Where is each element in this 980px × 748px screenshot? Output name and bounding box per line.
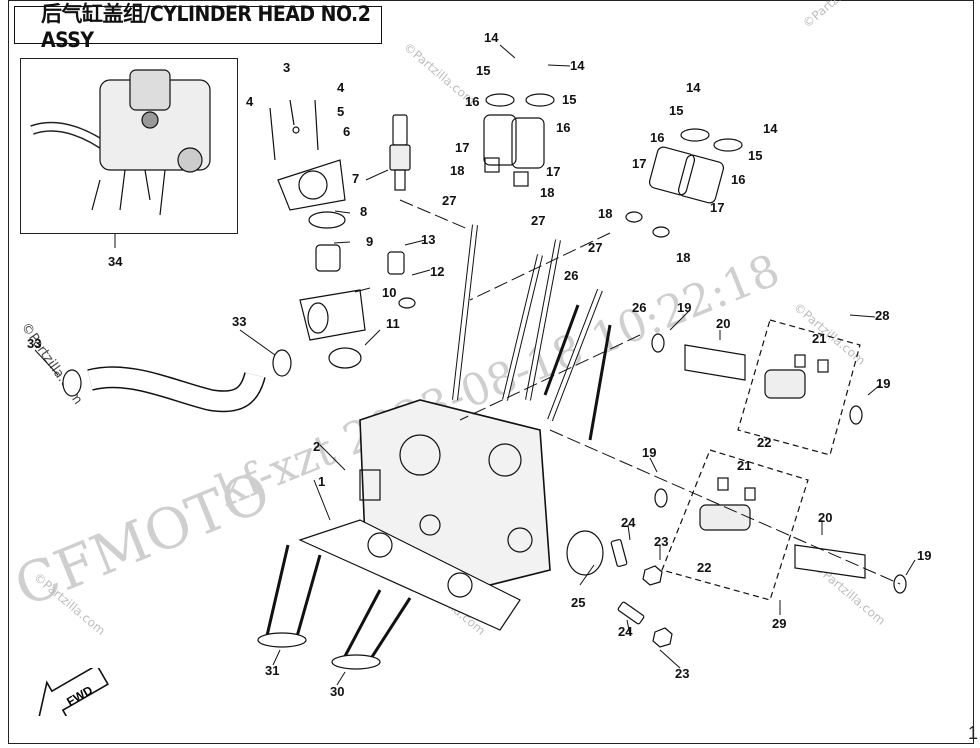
head-bolts bbox=[452, 224, 612, 441]
callout-c23b: 23 bbox=[675, 666, 689, 681]
callout-c15a: 15 bbox=[476, 63, 490, 78]
valve-springs-rear bbox=[483, 93, 555, 187]
callout-c34: 34 bbox=[108, 254, 123, 269]
thermostat-housing bbox=[277, 159, 366, 369]
callout-c16b: 16 bbox=[556, 120, 570, 135]
callout-c4a: 4 bbox=[246, 94, 254, 109]
callout-c6: 6 bbox=[343, 124, 350, 139]
callout-c27b: 27 bbox=[531, 213, 545, 228]
callout-c17d: 17 bbox=[710, 200, 724, 215]
callout-c17a: 17 bbox=[455, 140, 469, 155]
callout-c3: 3 bbox=[283, 60, 290, 75]
callout-c18d: 18 bbox=[676, 250, 690, 265]
callout-c21b: 21 bbox=[737, 458, 751, 473]
assembly-inset-box bbox=[20, 58, 238, 234]
callout-c19c: 19 bbox=[642, 445, 656, 460]
shaft-washers bbox=[651, 333, 907, 594]
spark-plug bbox=[389, 114, 411, 191]
callout-c18c: 18 bbox=[598, 206, 612, 221]
callout-c30: 30 bbox=[330, 684, 344, 699]
callout-c7: 7 bbox=[352, 171, 359, 186]
callout-c15d: 15 bbox=[748, 148, 762, 163]
callout-c4b: 4 bbox=[337, 80, 345, 95]
callout-c9: 9 bbox=[366, 234, 373, 249]
callout-c15c: 15 bbox=[669, 103, 683, 118]
callout-c19d: 19 bbox=[917, 548, 931, 563]
inset-assembly-drawing bbox=[30, 69, 211, 216]
callout-c21a: 21 bbox=[812, 331, 826, 346]
studs-and-nuts bbox=[610, 538, 673, 648]
callout-c22a: 22 bbox=[757, 435, 771, 450]
callout-c13: 13 bbox=[421, 232, 435, 247]
callout-c5: 5 bbox=[337, 104, 344, 119]
rocker-assembly-lower bbox=[661, 449, 809, 601]
callout-c26b: 26 bbox=[632, 300, 646, 315]
callout-c16c: 16 bbox=[650, 130, 664, 145]
diagram-title-text: 后气缸盖组/CYLINDER HEAD NO.2 ASSY bbox=[41, 2, 371, 52]
callout-c31: 31 bbox=[265, 663, 279, 678]
housing-bolts bbox=[269, 99, 319, 161]
callout-c20b: 20 bbox=[818, 510, 832, 525]
coolant-hose bbox=[62, 349, 292, 413]
callout-c10: 10 bbox=[382, 285, 396, 300]
head-gasket bbox=[298, 519, 521, 631]
diagram-title: 后气缸盖组/CYLINDER HEAD NO.2 ASSY bbox=[14, 2, 382, 52]
callout-c11: 11 bbox=[386, 316, 400, 331]
assembly-guide-lines bbox=[399, 199, 901, 585]
callout-c27a: 27 bbox=[442, 193, 456, 208]
callout-c25: 25 bbox=[571, 595, 585, 610]
callout-c17b: 17 bbox=[546, 164, 560, 179]
forward-arrow-icon: FWD bbox=[38, 668, 110, 716]
callout-c14d: 14 bbox=[763, 121, 778, 136]
callout-c33a: 33 bbox=[232, 314, 246, 329]
callout-c14c: 14 bbox=[686, 80, 701, 95]
callout-c33b: 33 bbox=[27, 336, 41, 351]
callout-c16d: 16 bbox=[731, 172, 745, 187]
callout-c17c: 17 bbox=[632, 156, 646, 171]
callout-c2: 2 bbox=[313, 439, 320, 454]
callout-c19a: 19 bbox=[677, 300, 691, 315]
callout-c14a: 14 bbox=[484, 30, 499, 45]
callout-c27c: 27 bbox=[588, 240, 602, 255]
callout-c22b: 22 bbox=[697, 560, 711, 575]
callout-c29: 29 bbox=[772, 616, 786, 631]
callout-c12: 12 bbox=[430, 264, 444, 279]
rocker-assembly-upper bbox=[737, 319, 861, 456]
callout-c18a: 18 bbox=[450, 163, 464, 178]
drain-plug bbox=[387, 251, 416, 309]
callout-c1: 1 bbox=[318, 474, 325, 489]
callout-leaders bbox=[34, 44, 916, 686]
callout-c15b: 15 bbox=[562, 92, 576, 107]
callout-c23a: 23 bbox=[654, 534, 668, 549]
callout-c16a: 16 bbox=[465, 94, 479, 109]
valves bbox=[257, 544, 412, 670]
callout-c28: 28 bbox=[875, 308, 889, 323]
callout-c18b: 18 bbox=[540, 185, 554, 200]
callout-c14b: 14 bbox=[570, 58, 585, 73]
callout-c8: 8 bbox=[360, 204, 367, 219]
valve-springs-front bbox=[625, 128, 743, 238]
rocker-shafts bbox=[684, 344, 866, 579]
callout-c26a: 26 bbox=[564, 268, 578, 283]
o-ring bbox=[566, 530, 604, 576]
callout-c24a: 24 bbox=[621, 515, 636, 530]
callout-c24b: 24 bbox=[618, 624, 633, 639]
callout-c20a: 20 bbox=[716, 316, 730, 331]
diagram-frame bbox=[8, 0, 974, 744]
page-number: 1 bbox=[967, 723, 978, 743]
callout-c19b: 19 bbox=[876, 376, 890, 391]
